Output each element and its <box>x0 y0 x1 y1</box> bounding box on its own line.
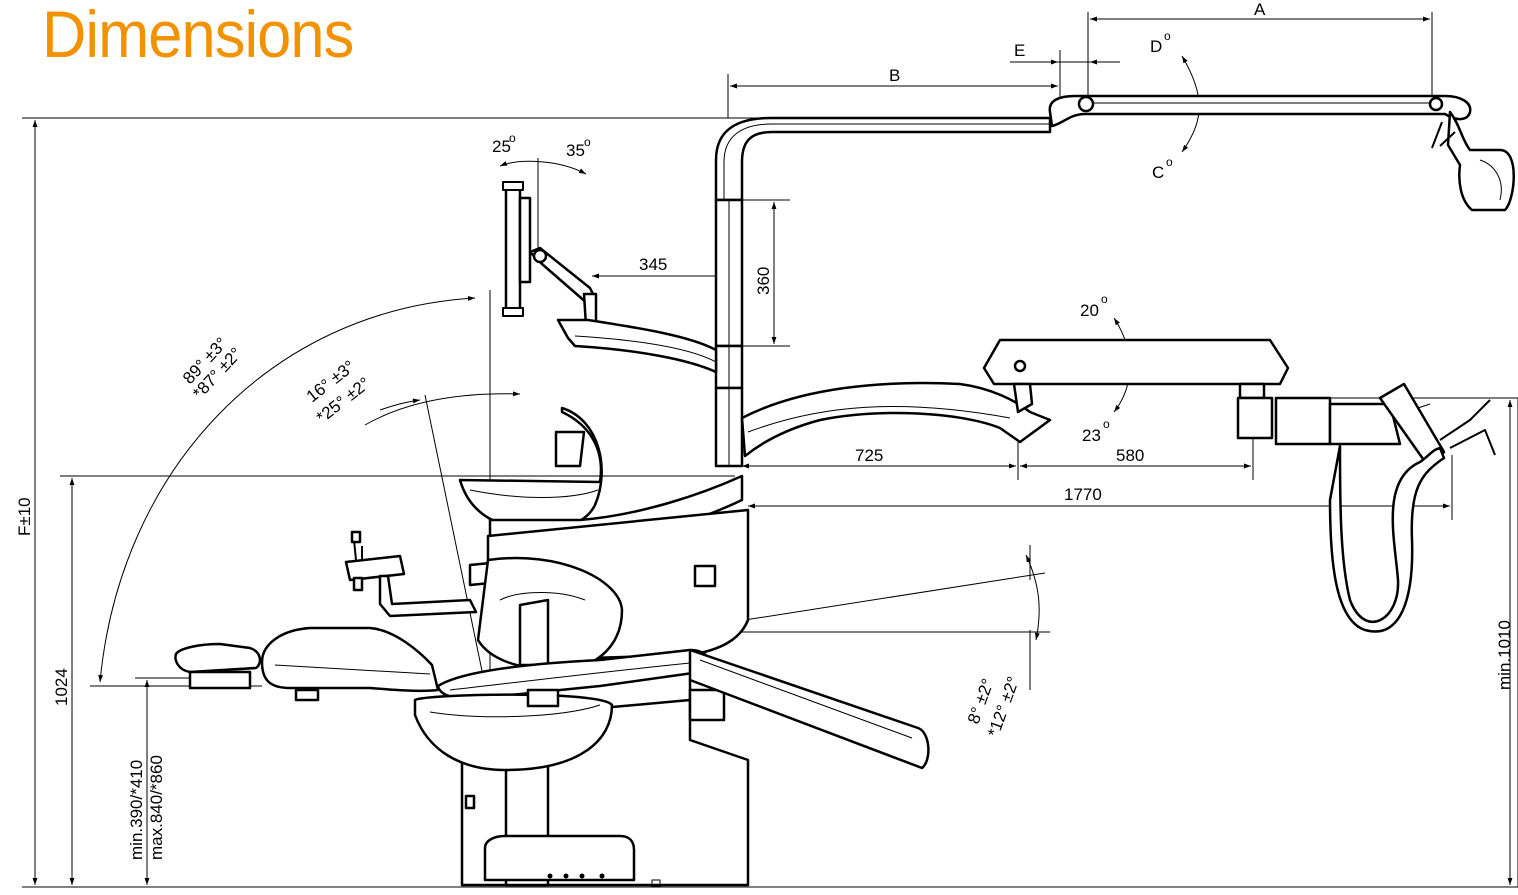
angle-25-label: 25 <box>492 137 511 156</box>
instrument-tray <box>982 338 1290 440</box>
dim-725: 725 <box>855 446 883 465</box>
dim-F: F±10 <box>15 497 34 536</box>
dimension-lines: A E B F±10 1024 min.390/*410 max.840/*86… <box>15 0 1514 885</box>
svg-text:o: o <box>584 135 591 149</box>
reference-lines <box>22 12 1518 888</box>
dim-E: E <box>1014 41 1025 60</box>
chair-body <box>468 474 750 672</box>
cuspidor <box>458 406 603 532</box>
dim-360: 360 <box>754 267 773 295</box>
svg-text:o: o <box>1164 29 1171 43</box>
page-title: Dimensions <box>42 0 354 71</box>
dim-B: B <box>889 66 900 85</box>
svg-text:o: o <box>1166 155 1173 169</box>
dim-1024: 1024 <box>52 668 71 706</box>
column <box>714 198 744 468</box>
angle-35-label: 35 <box>566 141 585 160</box>
assistant-arm <box>556 318 718 374</box>
svg-text:o: o <box>509 131 516 145</box>
svg-text:o: o <box>1101 292 1108 306</box>
angle-20: 20 <box>1080 301 1099 320</box>
instrument-holder-left <box>344 530 478 618</box>
dim-580: 580 <box>1116 446 1144 465</box>
seat <box>413 648 710 772</box>
angle-D: D <box>1150 37 1162 56</box>
backrest <box>688 648 930 770</box>
dim-345: 345 <box>639 255 667 274</box>
dim-max840: max.840/*860 <box>147 755 166 860</box>
dim-min390: min.390/*410 <box>127 760 146 860</box>
angle-C: C <box>1152 163 1164 182</box>
dim-1770: 1770 <box>1064 485 1102 504</box>
monitor <box>502 181 598 328</box>
leg-rest <box>174 626 440 702</box>
angle-23: 23 <box>1082 426 1101 445</box>
svg-text:o: o <box>1103 417 1110 431</box>
dim-min1010: min.1010 <box>1495 620 1514 690</box>
doctor-element <box>1274 382 1496 633</box>
dim-A: A <box>1254 0 1266 19</box>
delivery-arm <box>740 381 1052 458</box>
light-arm <box>714 94 1515 212</box>
